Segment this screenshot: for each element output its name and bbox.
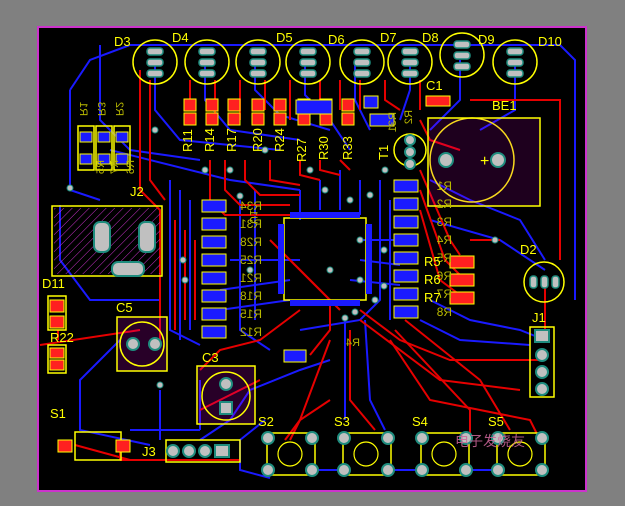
bank-left-r15: R15 <box>240 307 262 321</box>
bank-right-6: R6 <box>436 269 452 283</box>
label-r31: R31 <box>387 112 399 132</box>
left-small-labels: R1 R2 R3 R4 R5 R6 R7 R8 <box>77 102 137 174</box>
bank-pads-right <box>79 95 419 363</box>
label-t1: T1 <box>376 145 391 160</box>
label-s5: S5 <box>488 414 504 429</box>
component-labels: J2 C1 BE1 D2 D11 C5 R22 C3 R5 R6 R7 J1 S… <box>42 78 546 459</box>
label-u1: U1 <box>247 210 259 224</box>
led-label-d5: D5 <box>276 30 293 45</box>
label-r7: R7 <box>424 290 441 305</box>
bank-right-8: R8 <box>436 305 452 319</box>
label-c3: C3 <box>202 350 219 365</box>
leds-top-labels: D3 D4 D5 D6 D7 D8 D9 D10 <box>114 30 562 49</box>
bank-left-r28: R28 <box>240 235 262 249</box>
bank-right-2: R2 <box>436 197 452 211</box>
led-label-d10: D10 <box>538 34 562 49</box>
bank-left-r12: R12 <box>240 325 262 339</box>
resistor-label-r27: R27 <box>294 138 309 162</box>
mirrored-misc-labels: U1 R4 R31 R2 <box>247 110 415 349</box>
right-bank-labels: R1 R2 R3 R4 R5 R6 R7 R8 <box>436 179 452 319</box>
mirror-label-r1: R1 <box>77 102 89 116</box>
label-r6: R6 <box>424 272 441 287</box>
bank-right-3: R3 <box>436 215 452 229</box>
left-bank-labels: R34 R31 R28 R25 R21 R18 R15 R12 <box>240 199 262 339</box>
bank-left-r34: R34 <box>240 199 262 213</box>
label-r2-mirror: R2 <box>403 110 415 124</box>
resistor-label-r20: R20 <box>250 128 265 152</box>
resistor-label-r24: R24 <box>272 128 287 152</box>
bank-right-4: R4 <box>436 233 452 247</box>
switch-circles <box>277 441 533 467</box>
led-label-d7: D7 <box>380 30 397 45</box>
led-label-d6: D6 <box>328 32 345 47</box>
j2-slot-bottom[interactable] <box>111 261 145 277</box>
label-d11: D11 <box>42 276 65 291</box>
j2-slot-left[interactable] <box>93 221 111 253</box>
resistor-label-r30: R30 <box>316 136 331 160</box>
bank-right-5: R5 <box>436 251 452 265</box>
label-plus: + <box>480 153 489 170</box>
led-label-d4: D4 <box>172 30 189 45</box>
label-r4-small: R4 <box>346 337 360 349</box>
bank-left-r18: R18 <box>240 289 262 303</box>
led-label-d9: D9 <box>478 32 495 47</box>
label-s2: S2 <box>258 414 274 429</box>
label-j1: J1 <box>532 310 546 325</box>
bank-pads-left <box>201 199 227 339</box>
ic-u1-leads <box>278 212 372 306</box>
top-copper-layer <box>39 70 561 461</box>
label-r22: R22 <box>50 330 74 345</box>
resistor-pads-top <box>49 95 475 453</box>
label-c1: C1 <box>426 78 443 93</box>
label-s3: S3 <box>334 414 350 429</box>
label-d2: D2 <box>520 242 537 257</box>
bank-left-r21: R21 <box>240 271 262 285</box>
label-s1: S1 <box>50 406 66 421</box>
label-j3: J3 <box>142 444 156 459</box>
led-pads <box>146 40 560 289</box>
bank-right-1: R1 <box>436 179 452 193</box>
vias <box>66 126 499 389</box>
led-label-d8: D8 <box>422 30 439 45</box>
label-j2: J2 <box>130 184 144 199</box>
mirror-label-r5: R5 <box>95 160 107 174</box>
bank-left-r25: R25 <box>240 253 262 267</box>
label-c5: C5 <box>116 300 133 315</box>
mirror-label-r2: R2 <box>113 102 125 116</box>
resistors-top-labels: R11 R14 R17 R20 R24 R27 R30 R33 <box>180 128 355 162</box>
mirror-label-r6: R6 <box>125 160 137 174</box>
mirror-label-r7: R7 <box>109 160 121 174</box>
tht-pads <box>126 134 550 477</box>
label-s4: S4 <box>412 414 428 429</box>
resistor-label-r33: R33 <box>340 136 355 160</box>
resistor-label-r14: R14 <box>202 128 217 152</box>
j2-slot-right[interactable] <box>138 221 156 253</box>
bank-left-r31: R31 <box>240 217 262 231</box>
led-label-d3: D3 <box>114 34 131 49</box>
watermark: 电子发烧友 <box>455 433 525 449</box>
label-r5: R5 <box>424 254 441 269</box>
mirror-label-r3: R3 <box>95 102 107 116</box>
label-be1: BE1 <box>492 98 517 113</box>
resistor-label-r11: R11 <box>180 129 195 152</box>
silkscreen-layer <box>47 32 565 476</box>
resistor-label-r17: R17 <box>224 128 239 152</box>
bank-right-7: R7 <box>436 287 452 301</box>
